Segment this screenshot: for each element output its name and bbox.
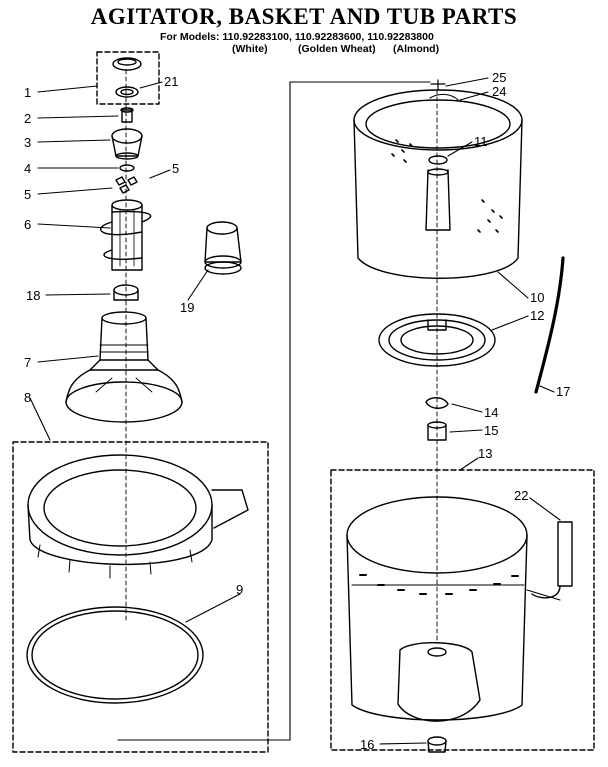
- nut-part: [427, 421, 447, 441]
- agitator-base-part: [65, 311, 183, 423]
- color-golden-wheat: (Golden Wheat): [298, 43, 376, 55]
- color-white: (White): [232, 43, 268, 55]
- callout-2: 2: [24, 111, 31, 126]
- callout-10: 10: [530, 290, 544, 305]
- clip-part: [425, 397, 449, 409]
- washer-part: [119, 164, 135, 172]
- callout-6: 6: [24, 217, 31, 232]
- tub-ring-part: [27, 454, 249, 579]
- callout-labels: 1 21 2 3 4 5 5 6 18 19 7 8 9 25 24 11 10…: [24, 70, 570, 752]
- page-title: AGITATOR, BASKET AND TUB PARTS: [90, 4, 518, 29]
- callout-25: 25: [492, 70, 506, 85]
- group-box-agitator-cap: [96, 51, 160, 105]
- callout-3: 3: [24, 135, 31, 150]
- callout-14: 14: [484, 405, 498, 420]
- color-almond: (Almond): [393, 43, 440, 55]
- callout-16: 16: [360, 737, 374, 752]
- callout-5a: 5: [172, 161, 179, 176]
- hose-part: [534, 256, 565, 394]
- seal-part-19: [204, 221, 242, 275]
- callout-15: 15: [484, 423, 498, 438]
- callout-22: 22: [514, 488, 528, 503]
- callout-11: 11: [474, 134, 488, 149]
- callout-13: 13: [478, 446, 492, 461]
- callout-9: 9: [236, 582, 243, 597]
- group-box-tub-ring: [12, 441, 269, 753]
- gasket-part: [26, 606, 204, 704]
- basket-part: [353, 79, 523, 279]
- callout-4: 4: [24, 161, 31, 176]
- models-line: For Models: 110.92283100, 110.92283600, …: [160, 31, 434, 43]
- dog-parts: [115, 176, 138, 194]
- routing-line: [117, 81, 431, 741]
- agitator-cap-part: [112, 57, 142, 98]
- drive-hub-part: [378, 313, 496, 367]
- bolt-part: [120, 107, 134, 123]
- callout-21: 21: [164, 74, 178, 89]
- callout-12: 12: [530, 308, 544, 323]
- callout-5b: 5: [24, 187, 31, 202]
- callout-17: 17: [556, 384, 570, 399]
- leader-lines: [29, 77, 561, 745]
- drain-plug-part: [427, 736, 447, 753]
- group-box-outer-tub: [330, 469, 595, 751]
- heater-part: [531, 521, 573, 599]
- agitator-auger-part: [100, 199, 152, 271]
- callout-7: 7: [24, 355, 31, 370]
- bushing-part: [113, 284, 139, 301]
- callout-8: 8: [24, 390, 31, 405]
- dog-cam-part: [111, 128, 143, 160]
- callout-24: 24: [492, 84, 506, 99]
- callout-1: 1: [24, 85, 31, 100]
- callout-19: 19: [180, 300, 194, 315]
- outer-tub-part: [346, 496, 561, 722]
- callout-18: 18: [26, 288, 40, 303]
